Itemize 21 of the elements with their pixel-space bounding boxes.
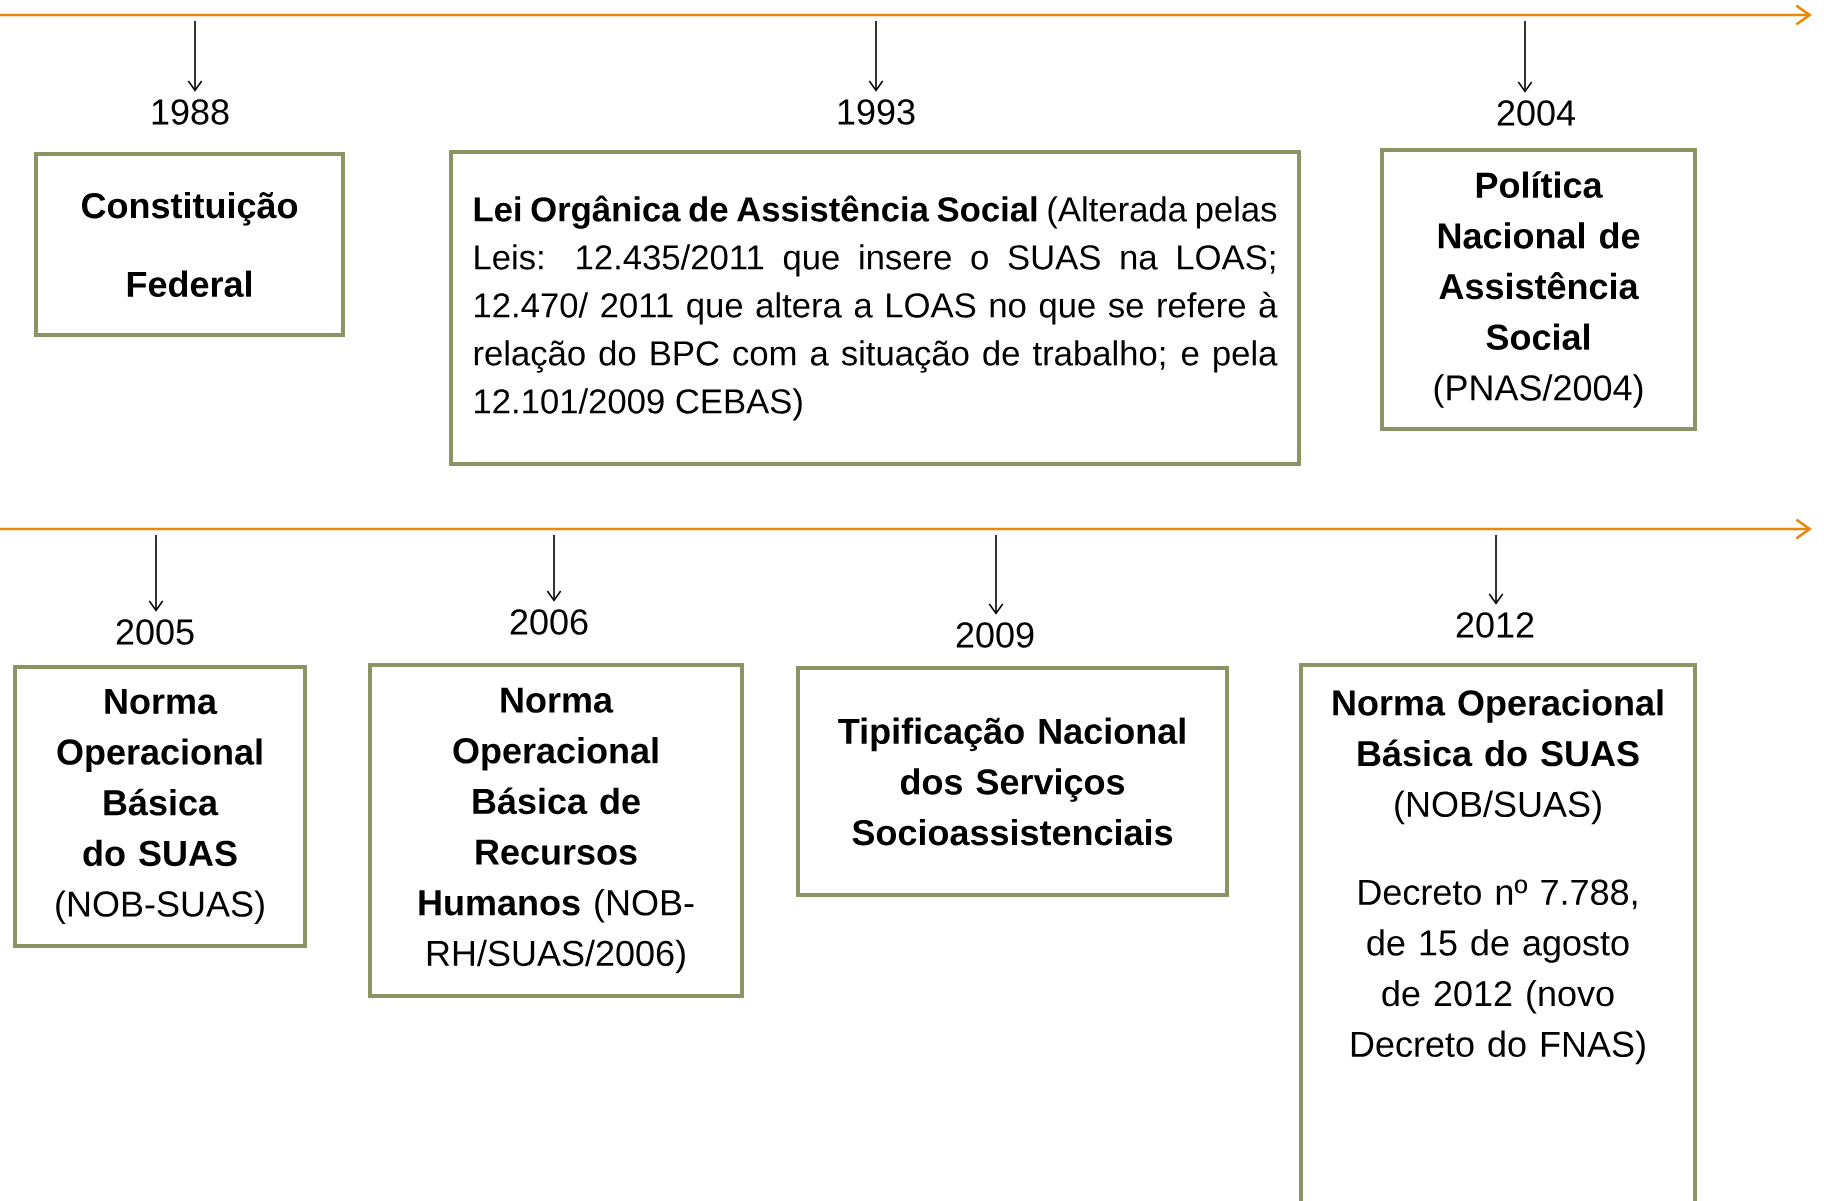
year-label: 2005 — [116, 619, 194, 645]
arrow — [868, 20, 884, 92]
timeline-box: Norma Operacional Básica do SUAS (NOB-SUAS) — [13, 665, 307, 948]
year-label: 2012 — [1456, 612, 1534, 638]
timeline-box: Lei Orgânica de Assistência Social (Alterada pelas Leis: 12.435/2011 que insere o SUAS na LOAS; 12.470/ 2011 que altera a LOAS no que se refere à relação do BPC com a situação de trabalho; e pela 12.101/2009 CEBAS) — [449, 150, 1301, 466]
arrow — [988, 534, 1004, 615]
arrow — [1488, 534, 1504, 605]
arrow — [187, 20, 203, 92]
year-label: 2004 — [1497, 100, 1575, 126]
timeline-box: Política Nacional de Assistência Social (PNAS/2004) — [1380, 148, 1697, 431]
year-label: 1993 — [838, 99, 915, 125]
timeline-box: Tipificação Nacional dos Serviços Socioassistenciais — [796, 666, 1229, 897]
timeline-box: Constituição Federal — [34, 152, 345, 337]
year-label: 2006 — [510, 609, 588, 635]
arrow — [148, 534, 164, 612]
timeline-box: Norma Operacional Básica do SUAS (NOB/SUAS) Decreto nº 7.788, de 15 de agosto de 2012 (novo Decreto do FNAS) — [1299, 663, 1697, 1201]
arrow — [1517, 20, 1533, 93]
arrow — [546, 534, 562, 602]
timeline-box: Norma Operacional Básica de Recursos Humanos (NOB-RH/SUAS/2006) — [368, 663, 744, 998]
year-label: 2009 — [956, 622, 1034, 648]
year-label: 1988 — [152, 99, 229, 125]
